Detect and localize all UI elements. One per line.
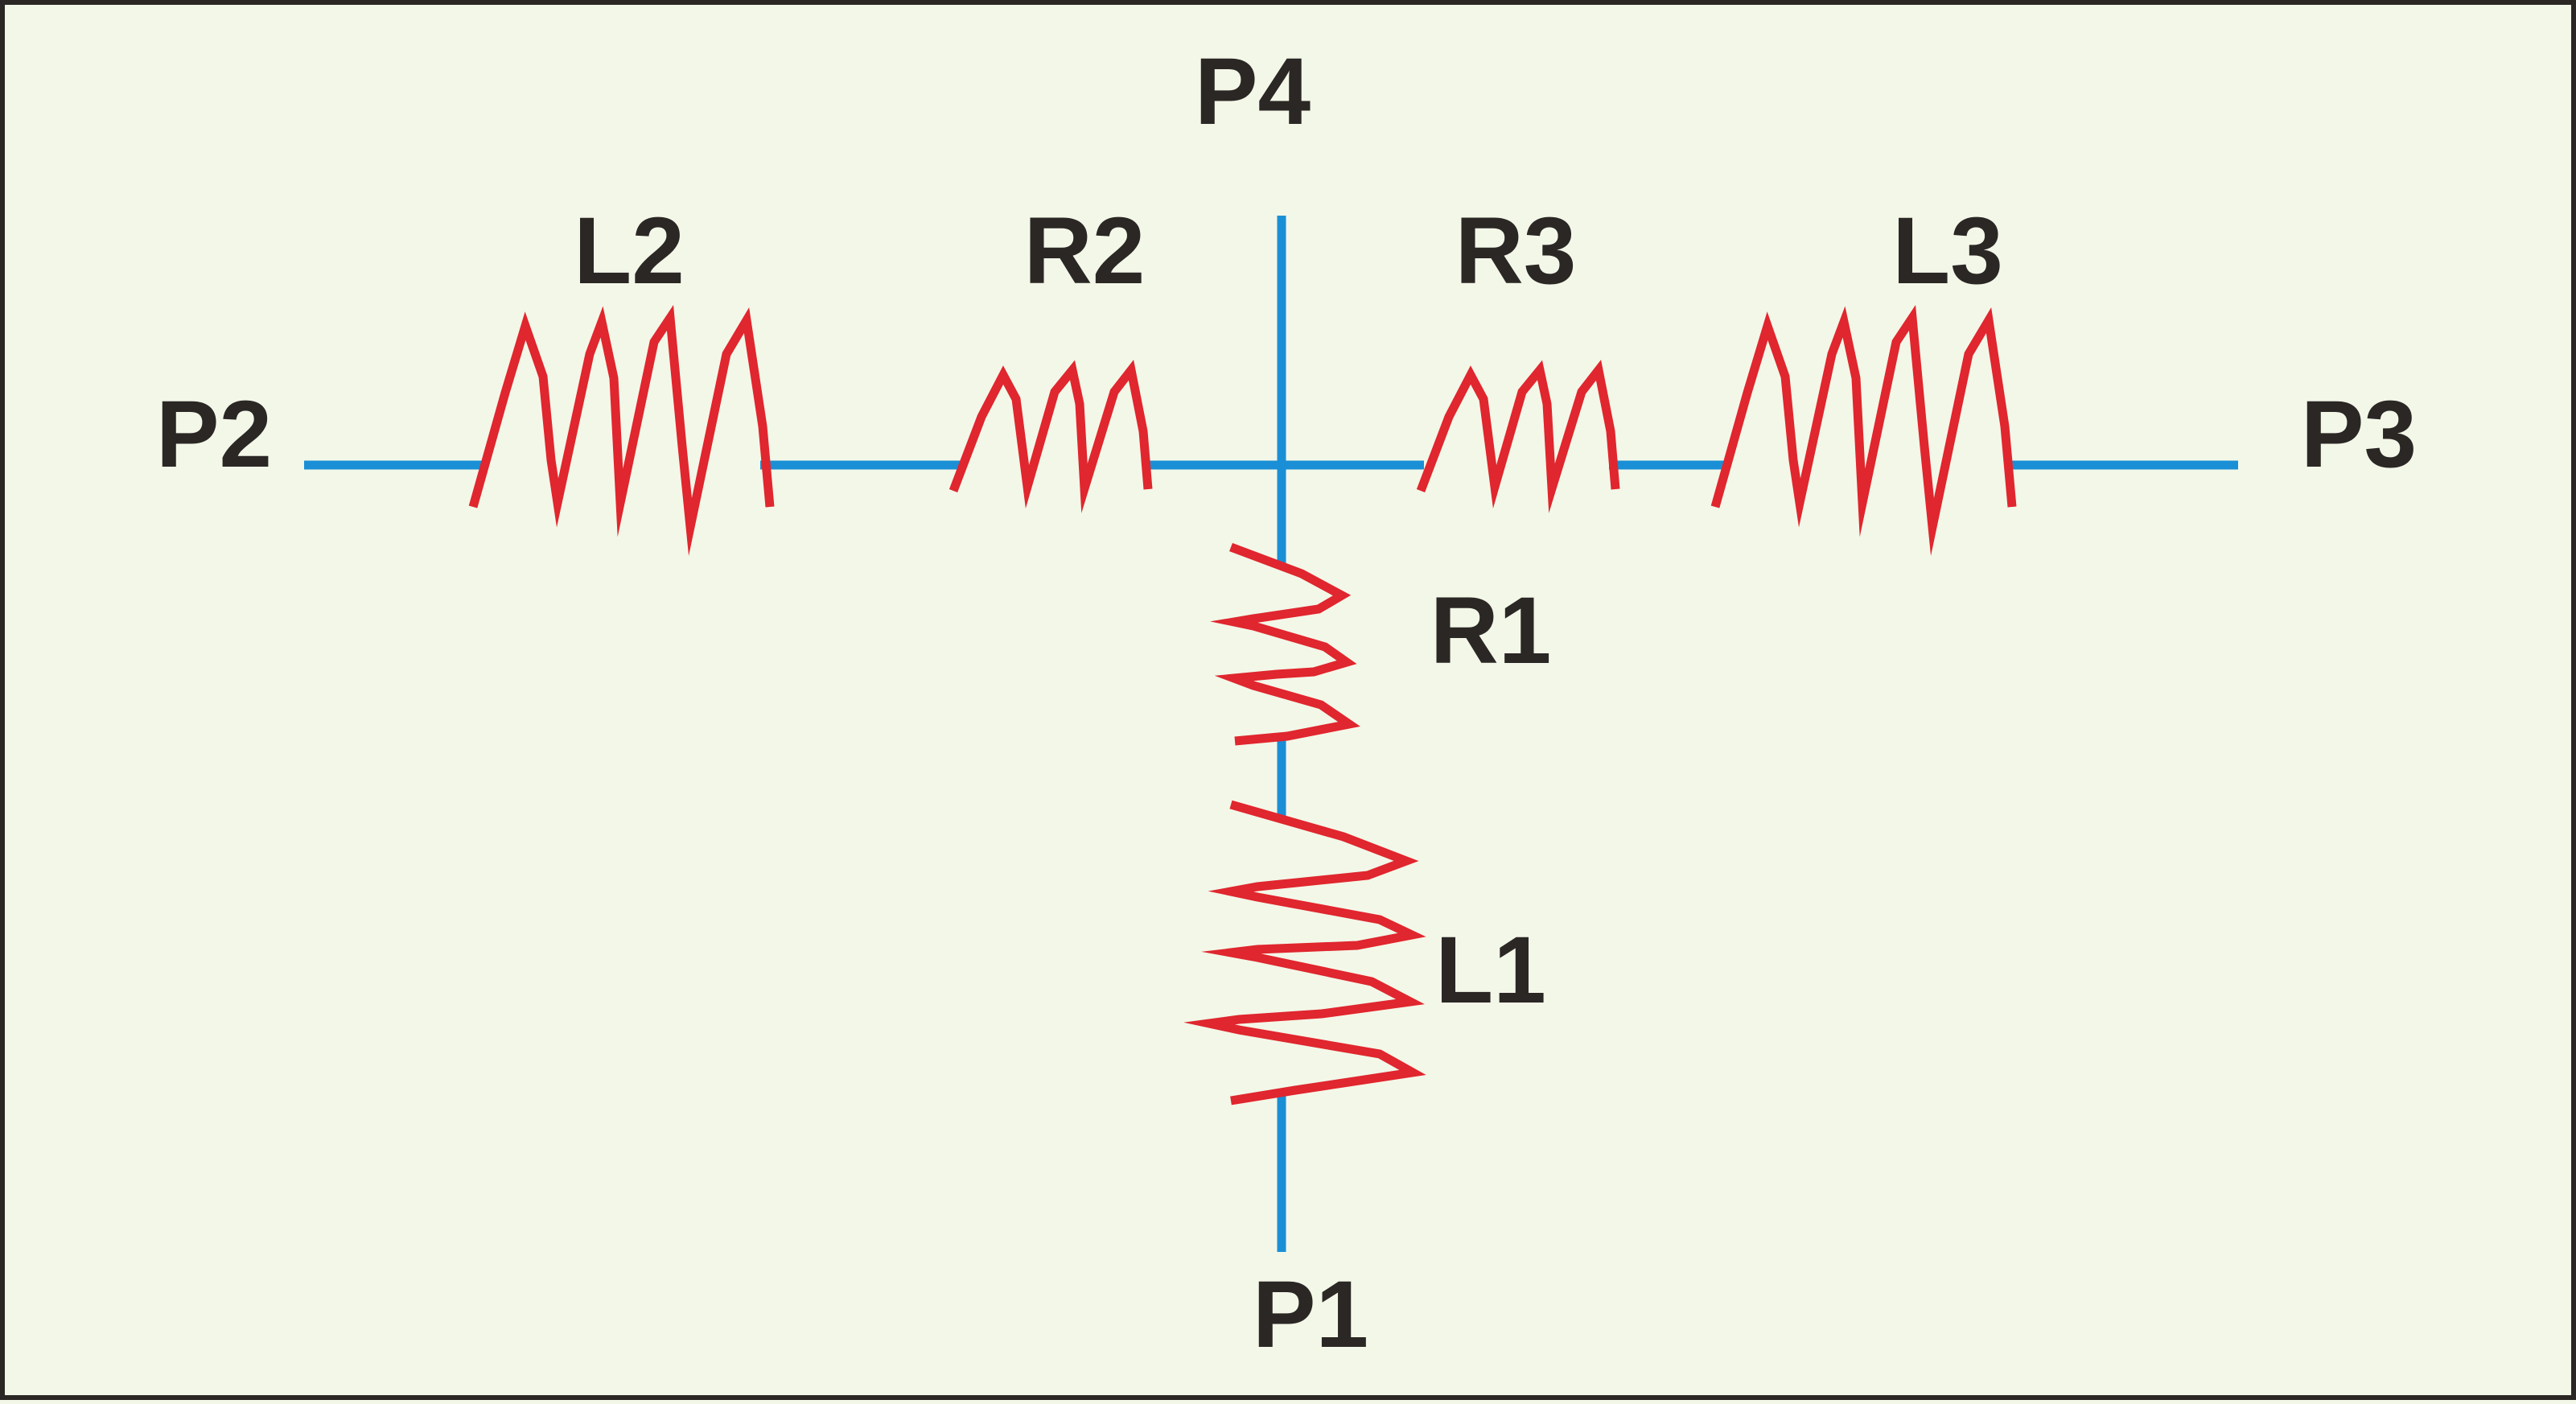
component-label-r2: R2 [1024,198,1146,304]
inductor-l2-shape [468,305,775,557]
component-label-l3: L3 [1892,198,2003,304]
component-label-r1: R1 [1430,578,1552,684]
component-label-r3: R3 [1455,198,1577,304]
resistor-r2-shape [949,360,1153,513]
inductor-l3-shape [1710,305,2017,557]
resistor-r3-shape [1416,360,1620,513]
inductor-l1-shape [1183,800,1426,1105]
port-label-p2: P2 [156,381,272,488]
port-label-p1: P1 [1253,1262,1368,1368]
wires [304,216,2238,1252]
port-label-p4: P4 [1195,39,1311,145]
component-label-l2: L2 [574,198,685,304]
components [468,305,2017,1105]
labels: P4 P2 P3 P1 L2 R2 R3 L3 R1 L1 [156,39,2417,1368]
resistor-r1-shape [1210,542,1360,746]
component-label-l1: L1 [1435,917,1546,1023]
port-label-p3: P3 [2301,381,2417,488]
